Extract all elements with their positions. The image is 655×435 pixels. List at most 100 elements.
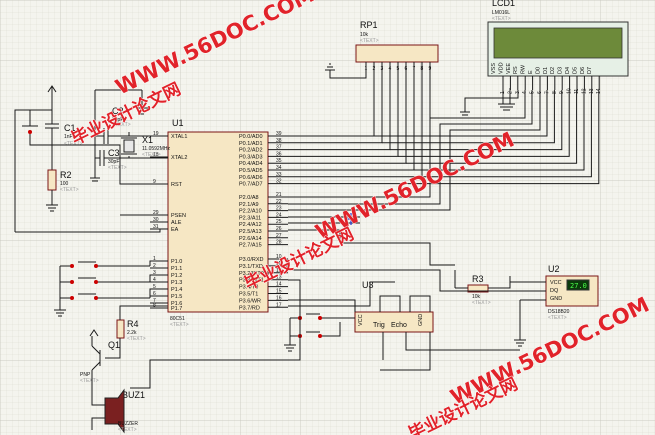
u1-pin-name: PSEN [171, 213, 186, 219]
u1-pin-number: 12 [276, 268, 282, 274]
u1-pin-name: P1.6 [171, 301, 182, 307]
bus-wire-segment [288, 229, 455, 266]
lcd1-pin-label: D5 [572, 67, 578, 74]
r4-value: 2.2k [127, 330, 137, 336]
rp1-pin-number: 5 [397, 66, 400, 72]
reset-button-contact [28, 130, 32, 134]
u1-pin-number: 38 [276, 138, 282, 144]
lcd1-pin-label: D4 [565, 67, 571, 74]
u3-ultrasonic-module[interactable]: U3 VCC Trig Echo GND [354, 280, 520, 371]
u2-temperature-sensor[interactable]: U2 VCC DQ GND 27.0 DS18B20 <TEXT> [510, 264, 599, 347]
bus-wire-segment [288, 281, 395, 307]
u1-pin-name: P2.1/A9 [239, 202, 259, 208]
button-3[interactable] [60, 293, 150, 300]
u1-pin-number: 1 [153, 256, 156, 262]
u3-switches[interactable] [284, 313, 355, 352]
lcd1-pin-label: VDD [498, 62, 504, 74]
u1-text-placeholder: <TEXT> [170, 322, 189, 328]
bus-wire-segment [343, 74, 367, 79]
u1-pin-name: XTAL1 [171, 134, 187, 140]
u1-pin-name: P0.4/AD4 [239, 161, 263, 167]
x1-crystal[interactable]: X1 11.0592MHz <TEXT> [121, 132, 170, 158]
q1-ref: Q1 [108, 340, 120, 350]
bus-wire-segment [288, 90, 533, 205]
u1-pin-number: 39 [276, 131, 282, 137]
u2-pin-dq: DQ [550, 288, 559, 294]
u1-pin-name: EA [171, 227, 179, 233]
q1-type: PNP [80, 372, 91, 378]
buz1-buzzer[interactable]: BUZ1 BUZZER <TEXT> [91, 385, 145, 434]
u2-pin-vcc: VCC [550, 280, 562, 286]
u1-pin-name: P2.2/A10 [239, 209, 262, 215]
u1-pin-name: P1.2 [171, 273, 182, 279]
bus-wires [130, 74, 600, 389]
c2-capacitor[interactable]: C2 30pF <TEXT> [95, 106, 168, 144]
u1-pin-name: P3.0/RXD [239, 257, 263, 263]
lcd1-ref: LCD1 [492, 0, 515, 8]
u1-pin-number: 22 [276, 199, 282, 205]
r4-ref: R4 [127, 319, 139, 329]
bus-wire-segment [288, 90, 526, 198]
cursor-crosshair-icon [345, 213, 357, 225]
u3-body [354, 311, 434, 333]
u3-pin-echo: Echo [391, 322, 407, 329]
c1-capacitor[interactable]: C1 1nF <TEXT> [45, 110, 83, 170]
rp1-pin-number: 4 [389, 66, 392, 72]
r2-value: 100 [60, 181, 69, 187]
u1-pin-name: P1.3 [171, 280, 182, 286]
lcd1-pin-label: D1 [543, 67, 549, 74]
u1-pin-name: P3.4/T0 [239, 285, 258, 291]
c2-value: 30pF [112, 117, 123, 123]
c3-capacitor[interactable]: C3 30pF <TEXT> [95, 148, 168, 171]
u1-pin-number: 2 [153, 263, 156, 269]
bus-wire-segment [288, 269, 510, 292]
bus-wire-segment [130, 279, 301, 389]
c1-ref: C1 [64, 123, 76, 133]
reset-button[interactable] [22, 110, 52, 146]
r3-resistor[interactable]: R3 10k <TEXT> [454, 270, 511, 306]
r2-resistor[interactable]: R2 100 <TEXT> [46, 169, 79, 212]
r4-resistor[interactable]: R4 2.2k <TEXT> [105, 305, 168, 359]
u1-pin-name: P0.2/AD2 [239, 148, 263, 154]
u1-pin-number: 34 [276, 165, 282, 171]
u1-pin-number: 14 [276, 282, 282, 288]
u1-pin-number: 25 [276, 219, 282, 225]
u1-pin-name: P0.3/AD3 [239, 154, 263, 160]
u1-pin-number: 17 [276, 302, 282, 308]
rp1-text-placeholder: <TEXT> [360, 38, 379, 44]
rp1-pin-number: 7 [413, 66, 416, 72]
lcd1-pin-label: D7 [587, 67, 593, 74]
u1-pin-name: ALE [171, 220, 182, 226]
u1-pin-number: 4 [153, 277, 156, 283]
u1-pin-number: 9 [153, 179, 156, 185]
lcd1-pin-label: E [528, 70, 534, 74]
u1-model: 80C51 [170, 316, 185, 322]
u1-pin-name: P2.0/A8 [239, 195, 259, 201]
r2-ref: R2 [60, 170, 72, 180]
u1-pin-name: P1.4 [171, 287, 182, 293]
p1-buttons[interactable] [54, 260, 168, 317]
u2-pin-gnd: GND [550, 296, 562, 302]
q1-transistor[interactable]: Q1 PNP <TEXT> [80, 329, 120, 385]
button-1[interactable] [60, 261, 150, 268]
u1-ref: U1 [172, 118, 184, 128]
bus-wire-segment [398, 90, 570, 157]
button-2[interactable] [60, 277, 150, 284]
u1-pin-name: P2.7/A15 [239, 243, 262, 249]
u3-ref: U3 [362, 280, 374, 290]
rp1-ground [325, 63, 343, 79]
u1-pin-name: P1.5 [171, 294, 182, 300]
x1-ref: X1 [142, 135, 153, 145]
lcd1-text-placeholder: <TEXT> [492, 16, 511, 22]
lcd1-display[interactable]: LCD1 LM016L <TEXT> VSS1VDD2VEE3RS4RW5E6D… [487, 0, 629, 94]
crystal-ground [90, 89, 148, 182]
r4-body [116, 319, 125, 339]
u1-pin-number: 36 [276, 151, 282, 157]
x1-value: 11.0592MHz [142, 146, 170, 152]
rp1-pin-number: 8 [421, 66, 424, 72]
